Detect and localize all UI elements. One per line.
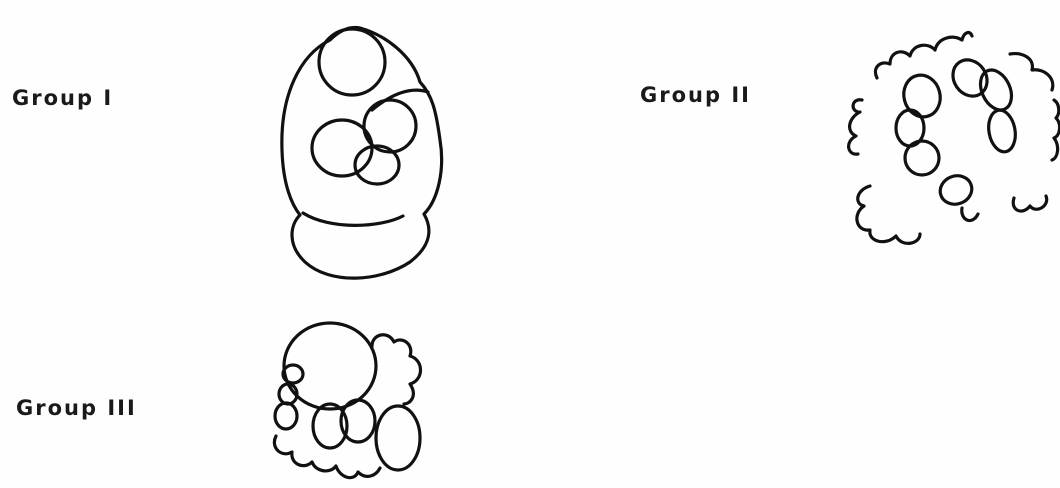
- group-3-right-bumps: [372, 335, 421, 404]
- group-3-lower-circle-3: [376, 406, 420, 470]
- group-3-small-circle-3: [275, 403, 297, 429]
